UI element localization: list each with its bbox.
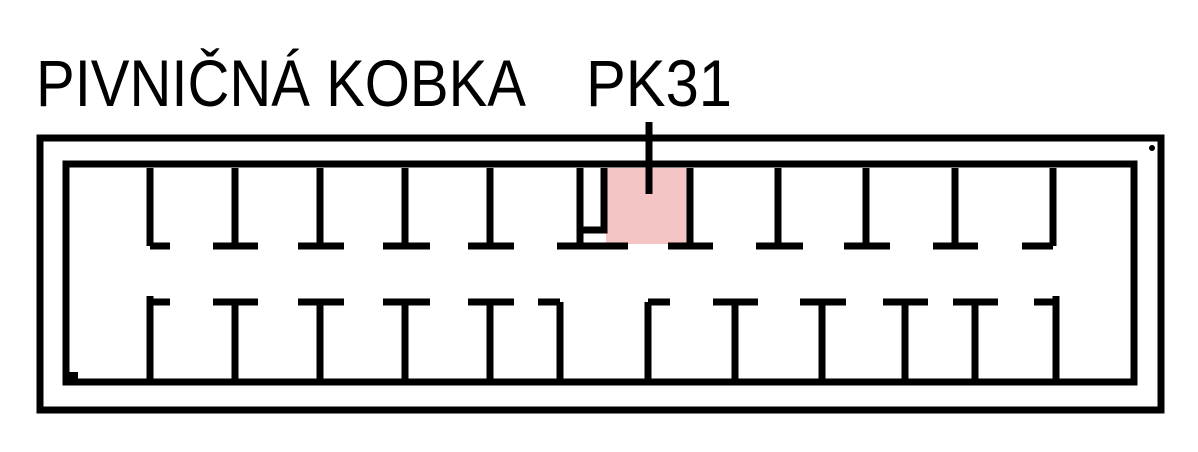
bottom-partition-10 xyxy=(883,298,928,380)
top-partition-5 xyxy=(468,168,514,250)
bottom-partition-7 xyxy=(644,298,670,380)
bottom-partition-12 xyxy=(1034,296,1060,380)
bottom-partition-8 xyxy=(713,298,758,380)
bottom-partition-5 xyxy=(468,298,514,380)
top-partition-2 xyxy=(213,168,258,250)
top-partition-3 xyxy=(298,168,344,250)
bottom-partition-9 xyxy=(800,298,846,380)
plan-title: PIVNIČNÁ KOBKA xyxy=(36,46,526,120)
inner-wall xyxy=(62,160,1138,386)
top-partition-8 xyxy=(756,168,803,250)
top-partition-6 xyxy=(557,168,628,250)
bottom-partition-11 xyxy=(953,298,998,380)
bottom-partition-2 xyxy=(213,298,258,380)
bottom-row-partitions xyxy=(146,296,1060,380)
top-partition-9 xyxy=(844,168,890,250)
top-partition-1 xyxy=(146,168,170,250)
bottom-partition-4 xyxy=(383,298,430,380)
bottom-partition-3 xyxy=(298,298,344,380)
top-partition-4 xyxy=(383,168,430,250)
top-partition-11 xyxy=(1022,168,1057,250)
top-row-partitions xyxy=(146,168,1057,250)
bottom-partition-1 xyxy=(146,296,170,380)
top-partition-10 xyxy=(933,168,978,250)
bottom-partition-6 xyxy=(538,298,564,380)
corner-marker-top-right xyxy=(1149,145,1155,151)
outer-wall xyxy=(36,134,1165,414)
corner-marker-bottom-left xyxy=(69,372,78,381)
unit-label: PK31 xyxy=(586,46,732,120)
top-partition-7 xyxy=(668,168,713,250)
